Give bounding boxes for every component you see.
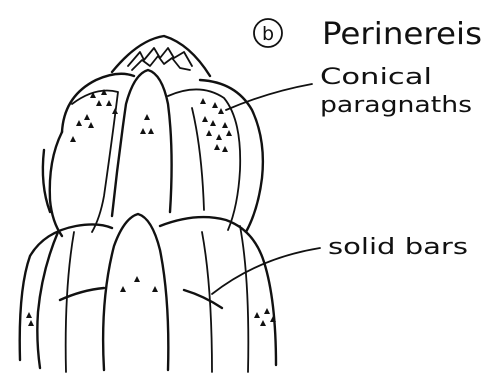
oral-paragnaths: [26, 276, 276, 326]
label-solid-bars: solid bars: [212, 235, 468, 294]
label-conical-paragnaths: Conical paragnaths: [226, 65, 472, 118]
label-solid-bars-text: solid bars: [328, 235, 468, 260]
label-paragnaths-line1: Conical: [320, 65, 432, 90]
oral-ring: [20, 214, 276, 372]
solid-bars: [60, 288, 222, 308]
jaws: [112, 36, 210, 76]
paragnath-group-center: [140, 114, 154, 134]
figure-title: Perinereis: [322, 17, 482, 52]
central-oral-lobe: [103, 214, 168, 370]
conical-paragnaths: [70, 89, 232, 152]
solid-bar-right: [184, 290, 222, 308]
label-paragnaths-line2: paragnaths: [320, 93, 472, 118]
leader-line-paragnaths: [226, 84, 312, 110]
panel-marker: b: [254, 19, 282, 47]
central-maxillary-lobe: [112, 70, 172, 216]
left-maxillary-lobe: [72, 91, 118, 233]
paragnath-group-right: [200, 98, 232, 152]
paragnath-group-left: [70, 89, 118, 142]
panel-letter: b: [262, 23, 274, 45]
maxillary-ring: [43, 70, 263, 236]
